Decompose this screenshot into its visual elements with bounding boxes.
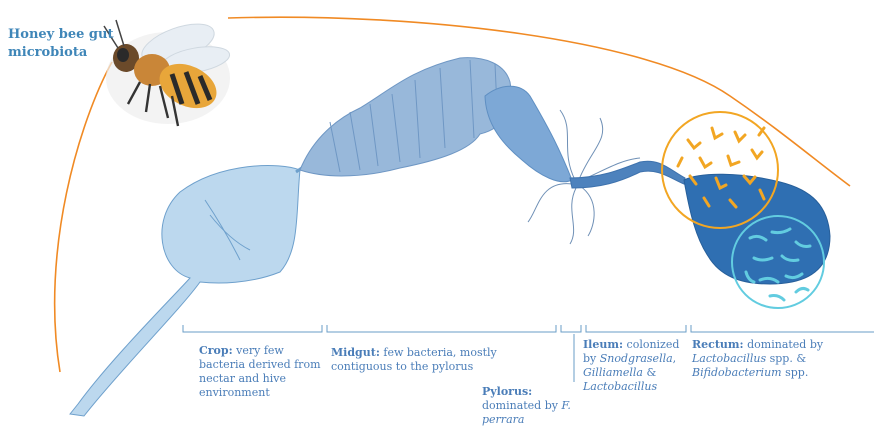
outline-curve-left bbox=[55, 62, 112, 372]
honeybee-illustration bbox=[104, 16, 232, 126]
pylorus-label: Pylorus: dominated by F. perrara bbox=[482, 385, 592, 427]
ileum-species-3: Lactobacillus bbox=[583, 380, 657, 393]
bracket-pylorus bbox=[561, 325, 581, 332]
crop-name: Crop: bbox=[199, 344, 233, 357]
rectum-name: Rectum: bbox=[692, 338, 744, 351]
bracket-ileum bbox=[586, 325, 686, 332]
pylorus-name: Pylorus: bbox=[482, 385, 532, 398]
bracket-rectum bbox=[691, 325, 874, 332]
ileum-sep: , bbox=[673, 352, 677, 365]
rectum-post: spp. bbox=[785, 366, 808, 379]
rectum-label: Rectum: dominated by Lactobacillus spp. … bbox=[692, 338, 872, 380]
midgut-name: Midgut: bbox=[331, 346, 380, 359]
pylorus-description: dominated by bbox=[482, 399, 558, 412]
ileum-amp: & bbox=[646, 366, 656, 379]
rectum-species-1: Lactobacillus bbox=[692, 352, 766, 365]
diagram-title: Honey bee gut microbiota bbox=[8, 26, 118, 62]
rectum-mid: spp. & bbox=[770, 352, 807, 365]
bracket-crop bbox=[183, 325, 322, 332]
rectum-species-2: Bifidobacterium bbox=[692, 366, 782, 379]
ileum-organ bbox=[570, 161, 685, 188]
bracket-midgut bbox=[327, 325, 556, 332]
midgut-organ bbox=[300, 58, 572, 182]
crop-label: Crop: very few bacteria derived from nec… bbox=[199, 344, 327, 400]
ileum-species-1: Snodgrasella bbox=[600, 352, 673, 365]
ileum-name: Ileum: bbox=[583, 338, 623, 351]
midgut-label: Midgut: few bacteria, mostly contiguous … bbox=[331, 346, 546, 374]
rectum-description: dominated by bbox=[747, 338, 823, 351]
ileum-label: Ileum: colonized by Snodgrasella, Gillia… bbox=[583, 338, 691, 394]
rectum-organ bbox=[684, 174, 830, 284]
ileum-species-2: Gilliamella bbox=[583, 366, 643, 379]
